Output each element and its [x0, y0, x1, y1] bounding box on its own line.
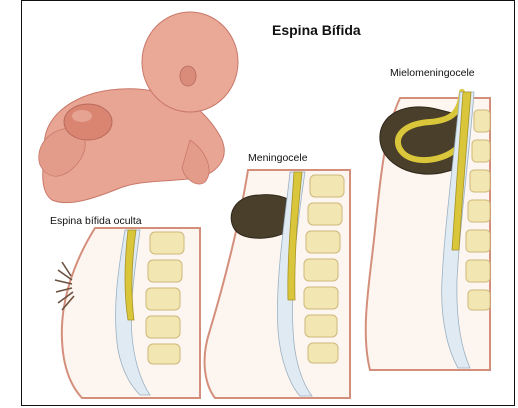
lump-highlight — [72, 110, 92, 122]
panel-mielomeningocele — [366, 92, 490, 370]
baby-ear — [180, 66, 196, 86]
panel-meningocele — [205, 170, 350, 398]
label-espina-bifida-oculta: Espina bífida oculta — [50, 215, 142, 227]
panel-occulta — [55, 228, 200, 398]
label-meningocele: Meningocele — [248, 152, 308, 164]
baby-illustration — [39, 12, 238, 203]
label-mielomeningocele: Mielomeningocele — [390, 67, 475, 79]
back-lump — [64, 104, 112, 140]
meningocele-sac — [231, 195, 290, 239]
diagram-title: Espina Bífida — [272, 22, 361, 38]
baby-head — [142, 12, 238, 112]
